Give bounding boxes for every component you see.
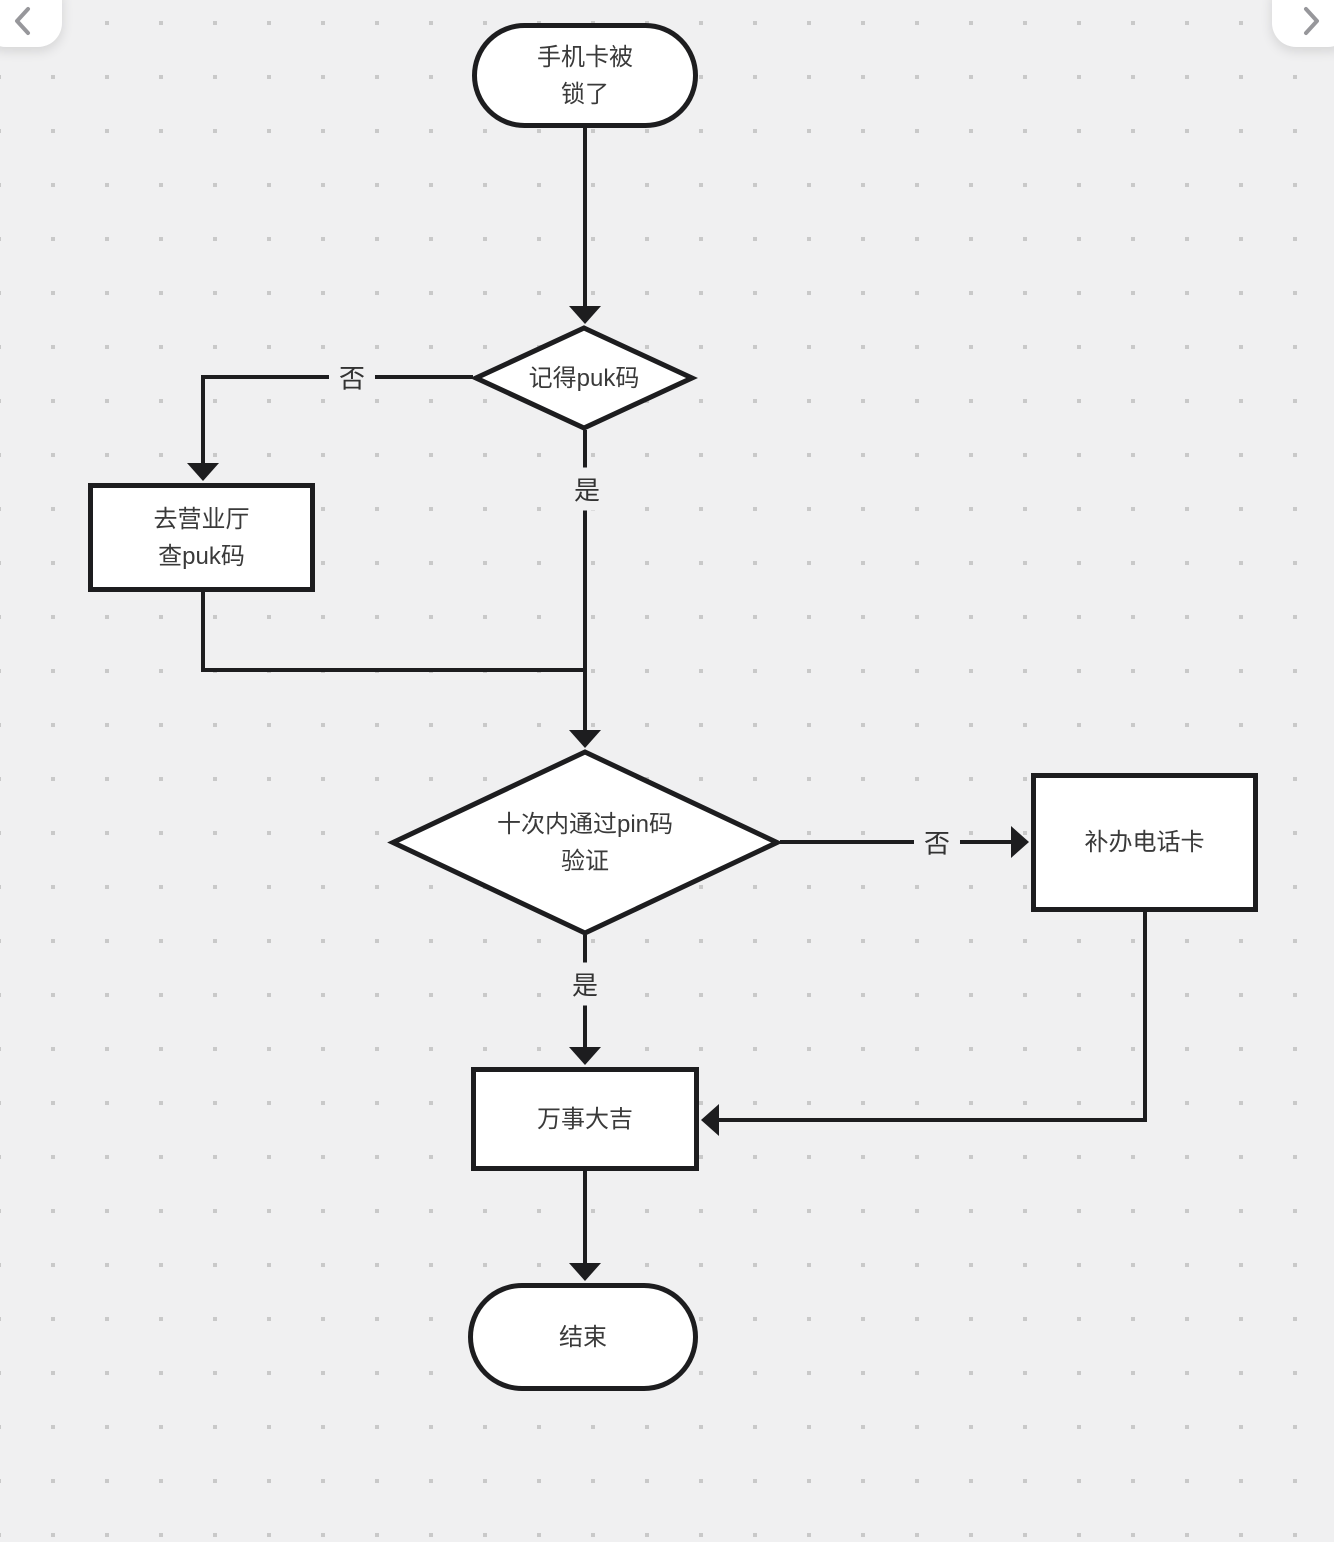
process-reissue-card[interactable]: 补办电话卡	[1031, 773, 1258, 912]
edge-pin-no-hline	[780, 840, 1011, 844]
edge-ok-to-end-line	[583, 1171, 587, 1263]
edge-puk-no-arrowhead	[187, 463, 219, 481]
start-node-label-line1: 手机卡被	[537, 43, 633, 71]
decision-diamond-shape	[387, 749, 783, 936]
process-check-puk-label-line1: 去营业厅	[153, 505, 250, 533]
decision-remember-puk-label: 记得puk码	[528, 364, 640, 392]
edge-label-puk-no: 否	[328, 355, 376, 399]
process-check-puk[interactable]: 去营业厅 查puk码	[88, 483, 315, 592]
end-node[interactable]: 结束	[468, 1283, 698, 1391]
decision-pin-verify-label-line2: 验证	[561, 847, 609, 875]
decision-pin-verify-label-line1: 十次内通过pin码	[496, 810, 674, 838]
edge-label-pin-yes: 是	[561, 962, 609, 1006]
edge-pin-no-arrowhead	[1011, 826, 1029, 858]
edge-start-to-puk-arrowhead	[569, 306, 601, 324]
edge-reissue-down-line	[1143, 912, 1147, 1122]
edge-puk-no-vline	[201, 375, 205, 463]
decision-pin-verify[interactable]: 十次内通过pin码 验证	[387, 749, 783, 936]
chevron-right-icon	[1304, 7, 1319, 35]
process-all-good-label: 万事大吉	[537, 1105, 633, 1133]
edge-label-puk-yes: 是	[563, 467, 611, 511]
end-node-label: 结束	[559, 1323, 607, 1351]
edge-hall-down-line	[201, 592, 205, 672]
start-node-label-line2: 锁了	[561, 80, 609, 108]
next-page-button[interactable]	[1272, 0, 1334, 47]
start-node[interactable]: 手机卡被 锁了	[472, 23, 698, 128]
edge-pin-yes-arrowhead	[569, 1047, 601, 1065]
decision-remember-puk[interactable]: 记得puk码	[470, 325, 698, 431]
chevron-left-icon	[15, 7, 30, 35]
edge-start-to-puk-line	[583, 128, 587, 306]
edge-hall-junction-hline	[201, 668, 587, 672]
edge-label-pin-no: 否	[913, 820, 961, 864]
process-all-good[interactable]: 万事大吉	[471, 1067, 699, 1171]
edge-puk-yes-vline	[583, 430, 587, 730]
process-check-puk-label-line2: 查puk码	[158, 542, 245, 570]
edge-reissue-arrowhead	[701, 1104, 719, 1136]
edge-ok-to-end-arrowhead	[569, 1263, 601, 1281]
prev-page-button[interactable]	[0, 0, 62, 47]
process-reissue-card-label: 补办电话卡	[1084, 829, 1205, 856]
edge-reissue-hline	[719, 1118, 1147, 1122]
edge-to-pin-arrowhead	[569, 730, 601, 748]
decision-diamond-shape	[470, 325, 698, 431]
